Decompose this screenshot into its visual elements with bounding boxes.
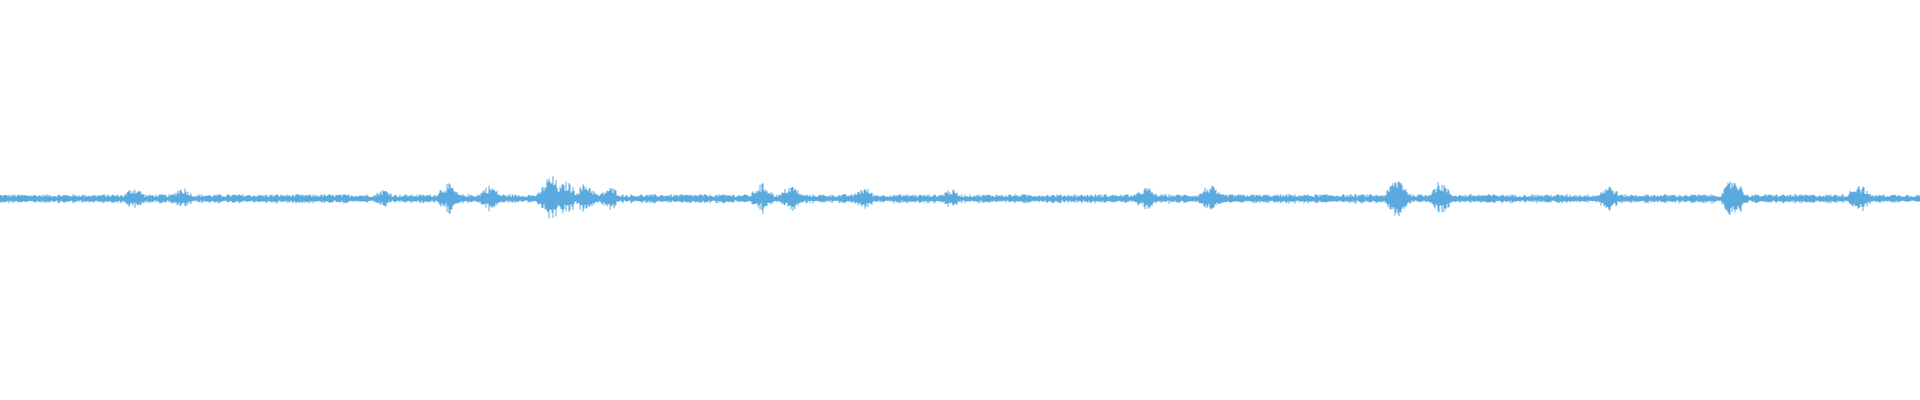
waveform-trace <box>0 176 1920 219</box>
